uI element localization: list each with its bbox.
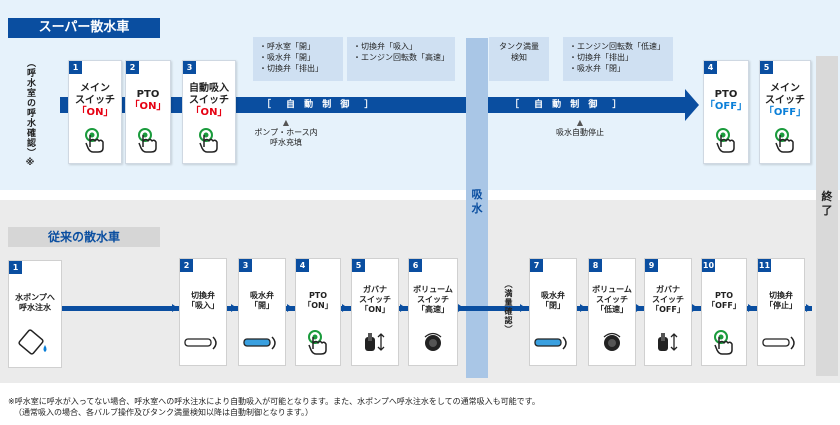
- step-suction-valve-open: 3 吸水弁 「開」: [238, 258, 286, 366]
- step-pto-on-manual: 4 PTO 「ON」: [295, 258, 341, 366]
- flow-arrow: [400, 304, 406, 312]
- water-pour-icon: [18, 327, 52, 361]
- toggle-switch-icon: [362, 331, 388, 357]
- top-flow-arrowhead: [685, 89, 699, 121]
- flow-arrow: [692, 304, 698, 312]
- hand-pointer-icon: [82, 127, 108, 159]
- suction-column: [466, 38, 488, 378]
- valve-lever-icon: [533, 335, 573, 355]
- step-pto-on: 2 PTO 「ON」: [125, 60, 171, 164]
- hand-pointer-icon: [772, 127, 798, 159]
- flow-arrow: [636, 304, 642, 312]
- flow-arrow: [458, 304, 464, 312]
- flow-arrow: [342, 304, 348, 312]
- end-label: 終了: [821, 190, 833, 217]
- step-volume-switch-low: 8 ボリューム スイッチ 「低速」: [588, 258, 636, 366]
- flow-arrow: [231, 304, 237, 312]
- step-governor-switch-on: 5 ガバナ スイッチ 「ON」: [351, 258, 399, 366]
- step-main-switch-off: 5 メイン スイッチ 「OFF」: [759, 60, 811, 164]
- auto-stop-caption: ▲ 吸水自動停止: [556, 118, 604, 137]
- valve-lever-icon: [761, 335, 801, 355]
- flow-arrow: [287, 304, 293, 312]
- hand-pointer-icon: [711, 329, 737, 361]
- step-switch-valve-suction: 2 切換弁 「吸入」: [179, 258, 227, 366]
- note-suction-stop: ・エンジン回転数「低速」・切換弁「排出」・吸水弁「閉」: [563, 37, 673, 81]
- priming-check-label: （呼水室の呼水確認）※: [25, 58, 35, 169]
- valve-lever-icon: [183, 335, 223, 355]
- step-pto-off: 4 PTO 「OFF」: [703, 60, 749, 164]
- step-switch-valve-stop: 11 切換弁 「停止」: [757, 258, 805, 366]
- priming-fill-caption: ▲ ポンプ・ホース内呼水充填: [254, 118, 318, 147]
- flow-arrow: [580, 304, 586, 312]
- step-volume-switch-high: 6 ボリューム スイッチ 「高速」: [408, 258, 458, 366]
- dial-knob-icon: [422, 331, 444, 357]
- full-check-label: （満量確認）: [504, 280, 513, 334]
- step-governor-switch-off: 9 ガバナ スイッチ 「OFF」: [644, 258, 692, 366]
- valve-lever-icon: [242, 335, 282, 355]
- dial-knob-icon: [601, 331, 623, 357]
- end-column: [816, 56, 838, 376]
- step-pump-priming: 1 水ポンプへ 呼水注水: [8, 260, 62, 368]
- flow-arrow: [806, 304, 812, 312]
- flow-arrow: [748, 304, 754, 312]
- step-auto-suction-switch-on: 3 自動吸入 スイッチ 「ON」: [182, 60, 236, 164]
- toggle-switch-icon: [655, 331, 681, 357]
- flow-arrow: [520, 304, 526, 312]
- hand-pointer-icon: [196, 127, 222, 159]
- flow-arrow: [172, 304, 178, 312]
- auto-control-label-2: ［ 自 動 制 御 ］: [510, 100, 625, 110]
- step-suction-valve-close: 7 吸水弁 「閉」: [529, 258, 577, 366]
- footnote: ※呼水室に呼水が入ってない場合、呼水室への呼水注水により自動吸入が可能となります…: [8, 397, 540, 417]
- hand-pointer-icon: [713, 127, 739, 159]
- note-tank-full: タンク満量検知: [489, 37, 549, 81]
- auto-control-label-1: ［ 自 動 制 御 ］: [262, 100, 377, 110]
- conventional-sprinkler-title: 従来の散水車: [8, 227, 160, 247]
- suction-label: 吸水: [471, 188, 483, 215]
- note-priming-valves: ・呼水室「開」・吸水弁「開」・切換弁「排出」: [253, 37, 343, 81]
- hand-pointer-icon: [305, 329, 331, 361]
- step-main-switch-on: 1 メイン スイッチ 「ON」: [68, 60, 122, 164]
- note-suction-start: ・切換弁「吸入」・エンジン回転数「高速」: [347, 37, 455, 81]
- step-pto-off-manual: 10 PTO 「OFF」: [701, 258, 747, 366]
- hand-pointer-icon: [135, 127, 161, 159]
- super-sprinkler-title: スーパー散水車: [8, 18, 160, 38]
